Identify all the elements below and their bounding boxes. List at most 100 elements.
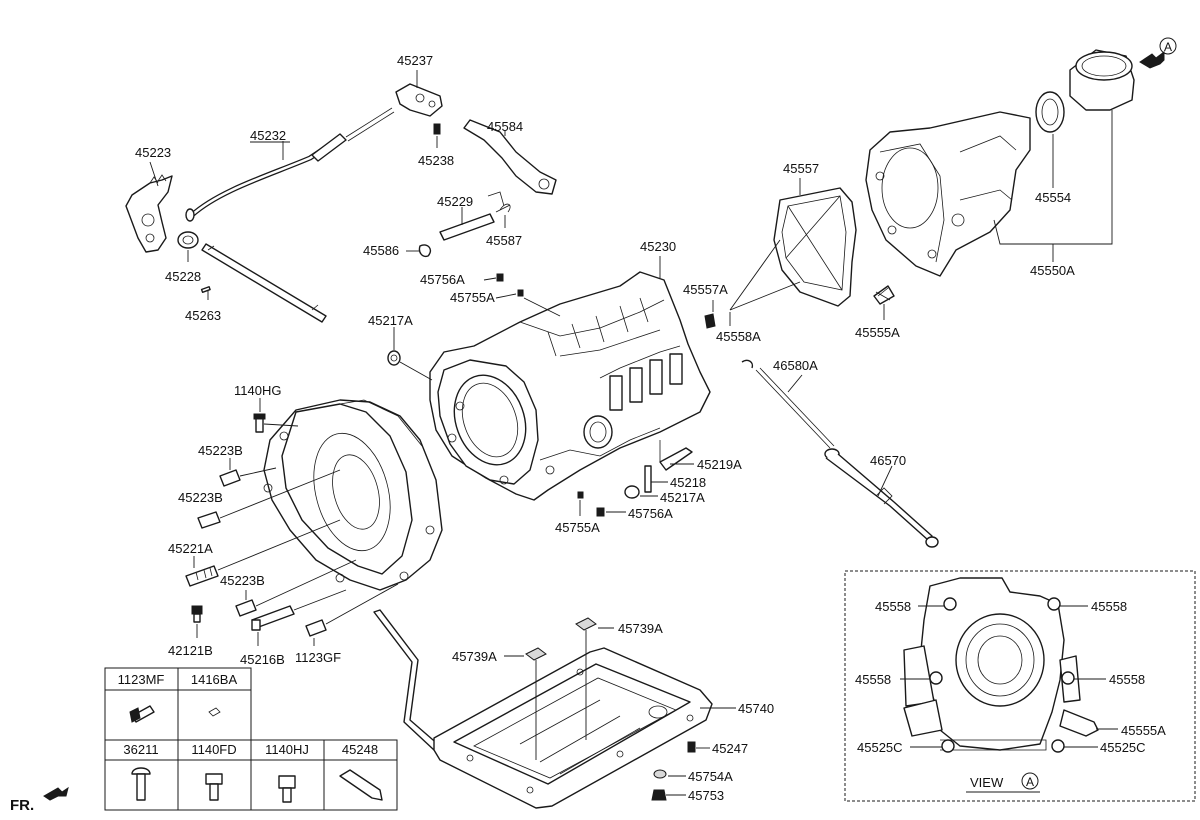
label-45216B: 45216B xyxy=(240,652,285,667)
label-45217A-bottom: 45217A xyxy=(660,490,705,505)
view-label-45558-tr: 45558 xyxy=(1091,599,1127,614)
label-45229: 45229 xyxy=(437,194,473,209)
legend-45248: 45248 xyxy=(342,742,378,757)
label-45755A-bottom: 45755A xyxy=(555,520,600,535)
bolt-45247 xyxy=(687,741,696,753)
label-45740: 45740 xyxy=(738,701,774,716)
gasket-45557 xyxy=(773,187,857,307)
label-45263: 45263 xyxy=(185,308,221,323)
label-45557: 45557 xyxy=(783,161,819,176)
label-45558A: 45558A xyxy=(716,329,761,344)
breather-45555A xyxy=(873,285,895,305)
label-45739A-right: 45739A xyxy=(618,621,663,636)
label-45554: 45554 xyxy=(1035,190,1071,205)
bolt-1123GF xyxy=(305,619,327,637)
label-42121B: 42121B xyxy=(168,643,213,658)
view-label-45558-mr: 45558 xyxy=(1109,672,1145,687)
bolt-45557A xyxy=(704,313,716,329)
oil-pan-45740 xyxy=(433,647,713,809)
label-45247: 45247 xyxy=(712,741,748,756)
bolt-45238 xyxy=(433,123,441,135)
view-a-panel: 45558 45558 45558 45558 45555A 45525C 45… xyxy=(844,570,1196,802)
label-1123GF: 1123GF xyxy=(295,650,341,665)
transmission-case-45230 xyxy=(429,271,711,501)
pin-45218 xyxy=(644,465,652,493)
bolt-1140HG xyxy=(253,413,266,433)
label-46570: 46570 xyxy=(870,453,906,468)
bolts-45755A-45756A-bottom xyxy=(577,491,605,517)
legend-1416BA: 1416BA xyxy=(191,672,238,687)
label-45587: 45587 xyxy=(486,233,522,248)
label-45557A: 45557A xyxy=(683,282,728,297)
extension-housing-45550A xyxy=(865,111,1031,277)
label-45228: 45228 xyxy=(165,269,201,284)
legend-icon-45248 xyxy=(339,769,383,801)
label-45230: 45230 xyxy=(640,239,676,254)
label-45584: 45584 xyxy=(487,119,523,134)
hardware-legend-table: 1123MF 1416BA 36211 1140FD 1140HJ 45248 xyxy=(104,667,398,811)
bracket-45237 xyxy=(395,83,443,117)
view-ref-A: A xyxy=(1026,775,1034,789)
bracket-45219A xyxy=(659,440,693,471)
bolt-45223B-3 xyxy=(235,599,257,617)
circle-ref-A: A xyxy=(1164,40,1172,54)
legend-36211: 36211 xyxy=(123,742,158,757)
bolt-45221A xyxy=(185,565,219,587)
label-45756A-top: 45756A xyxy=(420,272,465,287)
clip-45586 xyxy=(418,244,432,258)
magnets-45739A xyxy=(525,617,597,661)
dowel-45216B xyxy=(251,605,295,631)
label-45754A: 45754A xyxy=(688,769,733,784)
bushing-45228 xyxy=(177,231,199,249)
view-title: VIEW xyxy=(970,775,1004,790)
label-45753: 45753 xyxy=(688,788,724,803)
oil-seal-45554 xyxy=(1035,91,1065,133)
label-45221A: 45221A xyxy=(168,541,213,556)
label-45756A-bottom: 45756A xyxy=(628,506,673,521)
drain-plug-45753 xyxy=(651,789,667,801)
label-45237: 45237 xyxy=(397,53,433,68)
shift-cable-45232 xyxy=(185,107,395,222)
label-45223B-3: 45223B xyxy=(220,573,265,588)
legend-1123MF: 1123MF xyxy=(118,672,165,687)
dowel-45558A xyxy=(729,239,801,311)
legend-icon-1140HJ xyxy=(278,775,296,803)
washer-45217A-top xyxy=(387,350,401,366)
label-45238: 45238 xyxy=(418,153,454,168)
label-45223: 45223 xyxy=(135,145,171,160)
bolt-45223B-2 xyxy=(197,511,221,529)
spring-45587 xyxy=(487,191,511,213)
view-label-45558-ml: 45558 xyxy=(855,672,891,687)
bolt-45223B-1 xyxy=(219,469,241,487)
label-45550A: 45550A xyxy=(1030,263,1075,278)
label-45223B-2: 45223B xyxy=(178,490,223,505)
legend-1140FD: 1140FD xyxy=(191,742,236,757)
shift-bracket-45223 xyxy=(125,174,173,253)
label-45219A: 45219A xyxy=(697,457,742,472)
view-label-45558-tl: 45558 xyxy=(875,599,911,614)
front-direction-marker: FR. xyxy=(10,786,69,814)
legend-icon-1123MF xyxy=(129,705,155,723)
label-46580A: 46580A xyxy=(773,358,818,373)
label-45217A-top: 45217A xyxy=(368,313,413,328)
dust-cover xyxy=(1069,49,1135,111)
filler-tube-46570 xyxy=(824,448,939,548)
manual-shaft-45263 xyxy=(200,243,327,323)
legend-icon-1140FD xyxy=(205,773,223,801)
legend-1140HJ: 1140HJ xyxy=(265,742,309,757)
view-label-45525C-r: 45525C xyxy=(1100,740,1146,755)
view-label-45555A: 45555A xyxy=(1121,723,1166,738)
label-45586: 45586 xyxy=(363,243,399,258)
converter-housing xyxy=(263,399,443,591)
legend-icon-36211 xyxy=(131,767,151,801)
label-45739A-left: 45739A xyxy=(452,649,497,664)
label-45223B-1: 45223B xyxy=(198,443,243,458)
view-label-45525C-l: 45525C xyxy=(857,740,903,755)
lever-45584 xyxy=(463,119,557,195)
label-45755A-top: 45755A xyxy=(450,290,495,305)
pin-45229 xyxy=(439,213,495,241)
washer-45217A-bottom xyxy=(624,485,640,499)
dipstick-46580A xyxy=(741,359,835,449)
label-45218: 45218 xyxy=(670,475,706,490)
